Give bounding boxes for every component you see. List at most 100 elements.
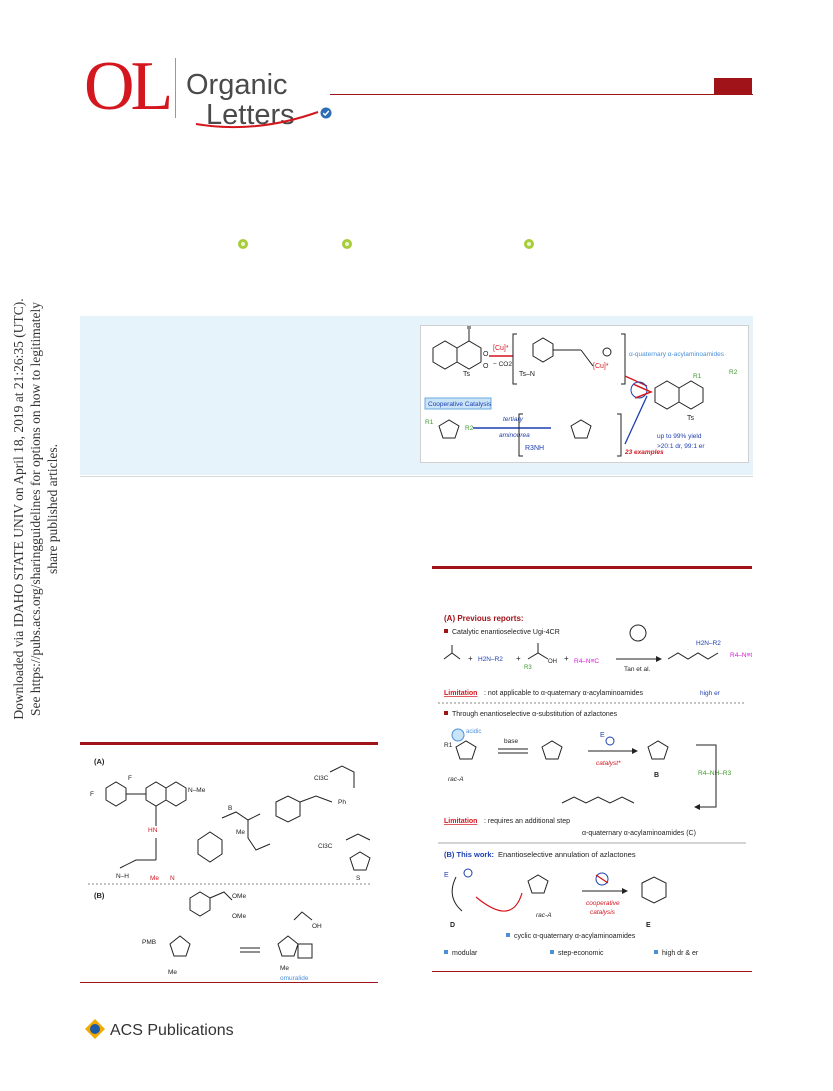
acs-logo-icon [85,1019,105,1039]
fig1-bullet-dr: high dr & er [662,950,699,957]
fig1-b-title: (B) This work: [444,850,494,859]
fig2-cl3c2: Cl3C [318,843,333,850]
fig1-amine: R4–NH–R3 [698,770,732,777]
fig1-h2n-r2: H2N–R2 [478,656,503,663]
fig1-coop2: catalysis [590,909,616,916]
fig1-bullet-modular: modular [452,950,478,957]
fig2-f2: F [128,775,132,782]
orcid-icon[interactable] [342,239,352,249]
fig2-ome2: OMe [232,913,246,920]
fig2-b-atom: B [228,805,232,812]
toc-minus-co2: − CO2 [493,361,512,368]
toc-cu-star: [Cu]* [593,363,609,370]
toc-tertiary: tertiary [503,416,524,423]
figure2-bottom-rule [80,982,378,983]
toc-product-r2: R2 [729,369,738,376]
fig2-oh: OH [312,923,322,930]
fig2-n-me2: N [170,875,175,882]
toc-r2: R2 [465,425,474,432]
svg-text:+: + [564,654,569,663]
fig1-limitation-a: : not applicable to α-quaternary α-acyla… [484,690,644,697]
publisher-name: ACS Publications [110,1022,234,1039]
fig2-b-label: (B) [94,891,105,900]
journal-name-letters: Letters [206,99,295,131]
figure2: (A) F F N–Me HN N–H Me N B Me [80,748,378,988]
orcid-icon[interactable] [524,239,534,249]
fig2-me2: Me [236,829,245,836]
fig1-limitation-b: : requires an additional step [484,818,570,825]
toc-r3nh: R3NH [525,445,544,452]
fig1-a-bullet2: Through enantioselective α-substitution … [452,711,618,718]
toc-aminourea: aminourea [499,432,530,439]
fig1-acidic: acidic [466,729,481,735]
toc-selectivity: >20:1 dr, 99:1 er [657,443,705,450]
fig1-tan: Tan et al. [624,666,651,673]
toc-scheme: Ts O O [Cu]* − CO2 Ts–N [Cu]* α-quaterna… [424,320,738,457]
abstract-divider [80,476,753,477]
fig1-coop1: cooperative [586,900,620,907]
fig1-base: base [504,738,518,745]
fig1-a-bullet1: Catalytic enantioselective Ugi-4CR [452,629,560,636]
toc-product-label: α-quaternary α-acylaminoamides [629,351,725,358]
fig1-e-plus: E [600,732,605,739]
fig2-omuralide: omuralide [280,975,309,980]
fig1-product-r4: R4–N≡C [730,652,752,659]
fig2-a-label: (A) [94,757,105,766]
journal-name-organic: Organic [186,69,288,101]
fig1-e-label: E [646,922,651,929]
fig1-product-r2: H2N–R2 [696,640,721,647]
fig1-r3: R3 [524,665,532,671]
journal-logo-mark: OL [84,48,173,125]
fig1-d-label: D [450,922,455,929]
fig1-b-subtitle: Enantioselective annulation of azlactone… [498,850,636,859]
toc-ts-label-1: Ts [463,371,471,378]
fig1-oh: OH [548,659,557,665]
toc-graphic: Ts O O [Cu]* − CO2 Ts–N [Cu]* α-quaterna… [420,320,749,463]
download-notice: Downloaded via IDAHO STATE UNIV on April… [10,294,60,724]
toc-cu-catalyst: [Cu]* [493,345,509,352]
toc-cooperative-label: Cooperative Catalysis [428,401,492,408]
fig1-product-c: α-quaternary α-acylaminoamides (C) [582,830,696,837]
toc-ts-label-2: Ts [687,415,695,422]
fig2-pmb: PMB [142,939,156,946]
fig2-nh: N–H [116,873,129,880]
fig2-cl3c: Cl3C [314,775,329,782]
fig1-limitation-label-b: Limitation [444,818,477,825]
logo-swoosh-icon [195,111,319,129]
fig1-d-e: E [444,872,449,879]
fig2-ph: Ph [338,799,346,806]
toc-examples: 23 examples [624,449,664,456]
fig1-r4-nc: R4–N≡C [574,658,599,665]
figure1: (A) Previous reports: Catalytic enantios… [432,597,755,1077]
fig1-r1: R1 [444,742,453,749]
fig2-f: F [90,791,94,798]
fig2-hn: HN [148,827,158,834]
verified-check-icon [320,107,332,119]
fig1-high-er: high er [700,690,721,697]
figure1-scheme: (A) Previous reports: Catalytic enantios… [438,614,755,957]
fig2-me3: Me [168,969,177,976]
figure1-bottom-rule [432,971,752,972]
download-notice-line2[interactable]: See https://pubs.acs.org/sharingguidelin… [28,301,60,717]
fig1-bullet-step: step-economic [558,950,604,957]
header-rule [330,94,753,95]
download-notice-line1: Downloaded via IDAHO STATE UNIV on April… [11,298,26,720]
header-accent-block [714,78,752,94]
fig1-limitation-label: Limitation [444,690,477,697]
svg-text:+: + [516,654,521,663]
fig2-n-me: N–Me [188,787,206,794]
orcid-icon[interactable] [238,239,248,249]
toc-o-atom: O [483,363,489,370]
fig1-catalyst: catalyst* [596,760,621,767]
fig1-a-title: (A) Previous reports: [444,614,524,623]
figure2-structures: (A) F F N–Me HN N–H Me N B Me [88,757,371,982]
fig1-rac-a: rac-A [448,776,464,783]
fig1-bullet-cyclic: cyclic α-quaternary α-acylaminoamides [514,933,636,940]
toc-yield: up to 99% yield [657,433,702,440]
toc-r1: R1 [425,419,434,426]
fig1-b-label: B [654,772,659,779]
fig1-rac-a-b: rac-A [536,912,552,919]
logo-divider [175,58,176,118]
fig2-me4: Me [280,965,289,972]
figure1-top-rule [432,566,752,569]
